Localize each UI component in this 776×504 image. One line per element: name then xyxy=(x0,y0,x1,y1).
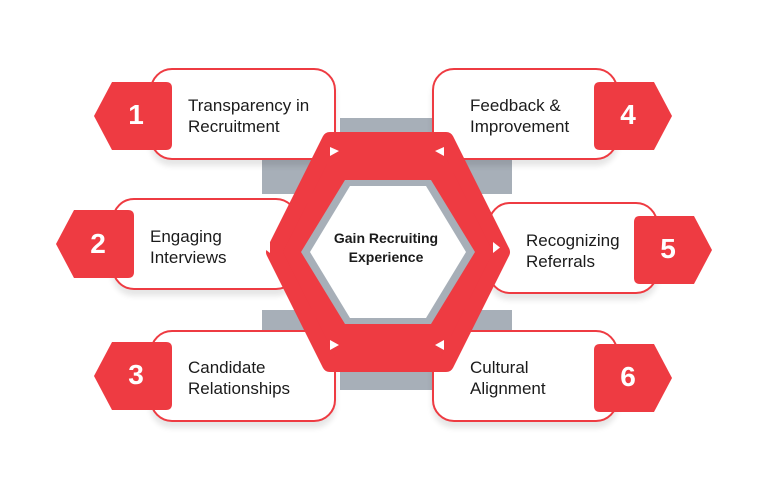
item-card-3 xyxy=(150,330,336,422)
item-label-2: Engaging Interviews xyxy=(150,227,227,267)
item-label-1: Transparency in Recruitment xyxy=(188,96,310,136)
center-title: Gain Recruiting Experience xyxy=(316,229,456,267)
item-card-5 xyxy=(488,202,658,294)
marker-left-icon xyxy=(263,242,270,253)
center-title-line2: Experience xyxy=(348,249,424,265)
badge-number-5: 5 xyxy=(660,233,676,264)
connector-top xyxy=(340,118,436,136)
badge-2 xyxy=(56,210,134,278)
badge-number-2: 2 xyxy=(90,228,106,259)
item-label-3: Candidate Relationships xyxy=(188,358,291,398)
badge-number-6: 6 xyxy=(620,361,636,392)
badge-3 xyxy=(94,342,172,410)
badge-number-4: 4 xyxy=(620,99,636,130)
marker-top-left-icon xyxy=(330,147,339,156)
badge-number-1: 1 xyxy=(128,99,144,130)
marker-right-icon xyxy=(493,242,500,253)
item-card-1 xyxy=(150,68,336,160)
badge-1 xyxy=(94,82,172,150)
marker-bottom-left-icon xyxy=(330,340,339,350)
hexagon-inner xyxy=(310,186,466,318)
badge-5 xyxy=(634,216,712,284)
center-title-line1: Gain Recruiting xyxy=(333,230,439,246)
item-card-4 xyxy=(432,68,618,160)
marker-bottom-right-icon xyxy=(435,340,444,350)
badge-6 xyxy=(594,344,672,412)
badge-number-3: 3 xyxy=(128,359,144,390)
marker-top-right-icon xyxy=(435,147,444,156)
connector-bottom xyxy=(340,372,436,390)
item-label-6: Cultural Alignment xyxy=(470,358,546,398)
item-label-4: Feedback & Improvement xyxy=(470,96,570,136)
badge-4 xyxy=(594,82,672,150)
item-label-5: Recognizing Referrals xyxy=(526,231,620,271)
